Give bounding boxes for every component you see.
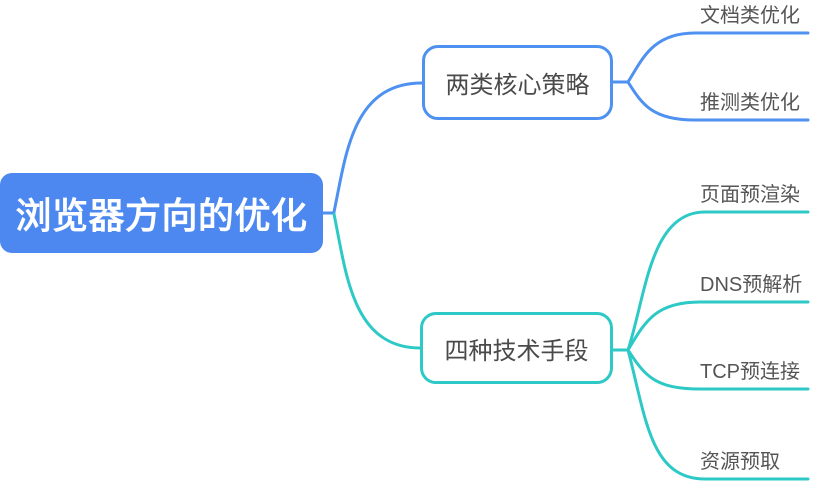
branch2-to-leaf1-connector bbox=[626, 210, 810, 352]
leaf-node-page-prerender[interactable]: 页面预渲染 bbox=[700, 184, 800, 206]
branch-node-core-strategies-label: 两类核心策略 bbox=[445, 72, 590, 99]
root-to-branch1-connector bbox=[332, 81, 424, 214]
branch1-to-leaf1-connector bbox=[626, 31, 810, 84]
root-node[interactable]: 浏览器方向的优化 bbox=[0, 173, 323, 253]
leaf-node-resource-prefetch[interactable]: 资源预取 bbox=[700, 451, 780, 473]
leaf-node-dns-prefetch[interactable]: DNS预解析 bbox=[700, 274, 803, 296]
branch-node-tech-methods[interactable]: 四种技术手段 bbox=[420, 312, 613, 384]
leaf-node-speculative-optimization[interactable]: 推测类优化 bbox=[700, 92, 800, 114]
leaf-node-document-optimization[interactable]: 文档类优化 bbox=[700, 5, 800, 27]
branch1-to-leaf2-connector bbox=[626, 80, 810, 122]
branch2-to-leaf4-connector bbox=[626, 348, 810, 481]
branch-node-core-strategies[interactable]: 两类核心策略 bbox=[422, 45, 613, 120]
root-to-branch2-connector bbox=[332, 212, 422, 350]
leaf-node-tcp-preconnect[interactable]: TCP预连接 bbox=[700, 361, 800, 383]
branch-node-tech-methods-label: 四种技术手段 bbox=[444, 337, 589, 365]
root-node-label: 浏览器方向的优化 bbox=[15, 195, 308, 236]
branch2-to-leaf2-connector bbox=[626, 300, 810, 352]
branch2-to-leaf3-connector bbox=[626, 348, 810, 391]
